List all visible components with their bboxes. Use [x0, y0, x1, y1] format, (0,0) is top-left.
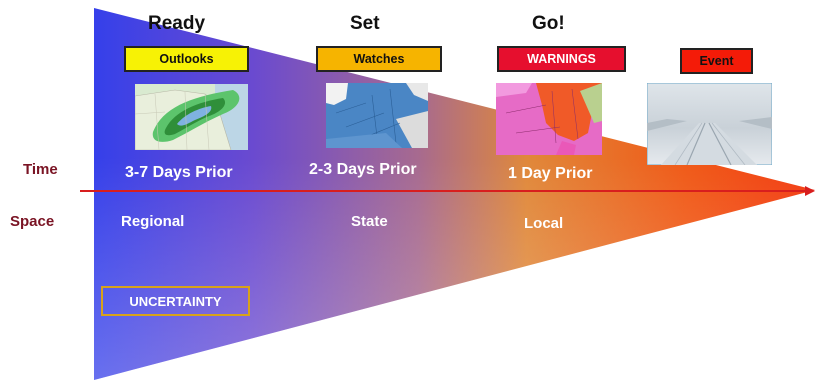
prior-3-7-days: 3-7 Days Prior — [125, 164, 233, 181]
warning-map — [496, 83, 602, 155]
warnings-box: WARNINGS — [497, 46, 626, 72]
space-local: Local — [524, 215, 564, 232]
timeline-arrow — [80, 186, 815, 196]
prior-1-day: 1 Day Prior — [508, 165, 593, 182]
space-state: State — [351, 213, 388, 230]
prior-2-3-days: 2-3 Days Prior — [309, 161, 417, 178]
outlook-map — [135, 84, 248, 150]
watch-map — [326, 83, 428, 148]
space-regional: Regional — [121, 213, 185, 230]
watches-box: Watches — [316, 46, 442, 72]
space-label: Space — [10, 213, 55, 230]
outlooks-box: Outlooks — [124, 46, 249, 72]
phase-set: Set — [350, 13, 380, 34]
phase-go: Go! — [532, 13, 565, 34]
snowy-road-photo — [647, 83, 772, 165]
event-box: Event — [680, 48, 753, 74]
phase-ready: Ready — [148, 13, 206, 34]
time-label: Time — [23, 161, 58, 178]
uncertainty-box: UNCERTAINTY — [101, 286, 250, 316]
